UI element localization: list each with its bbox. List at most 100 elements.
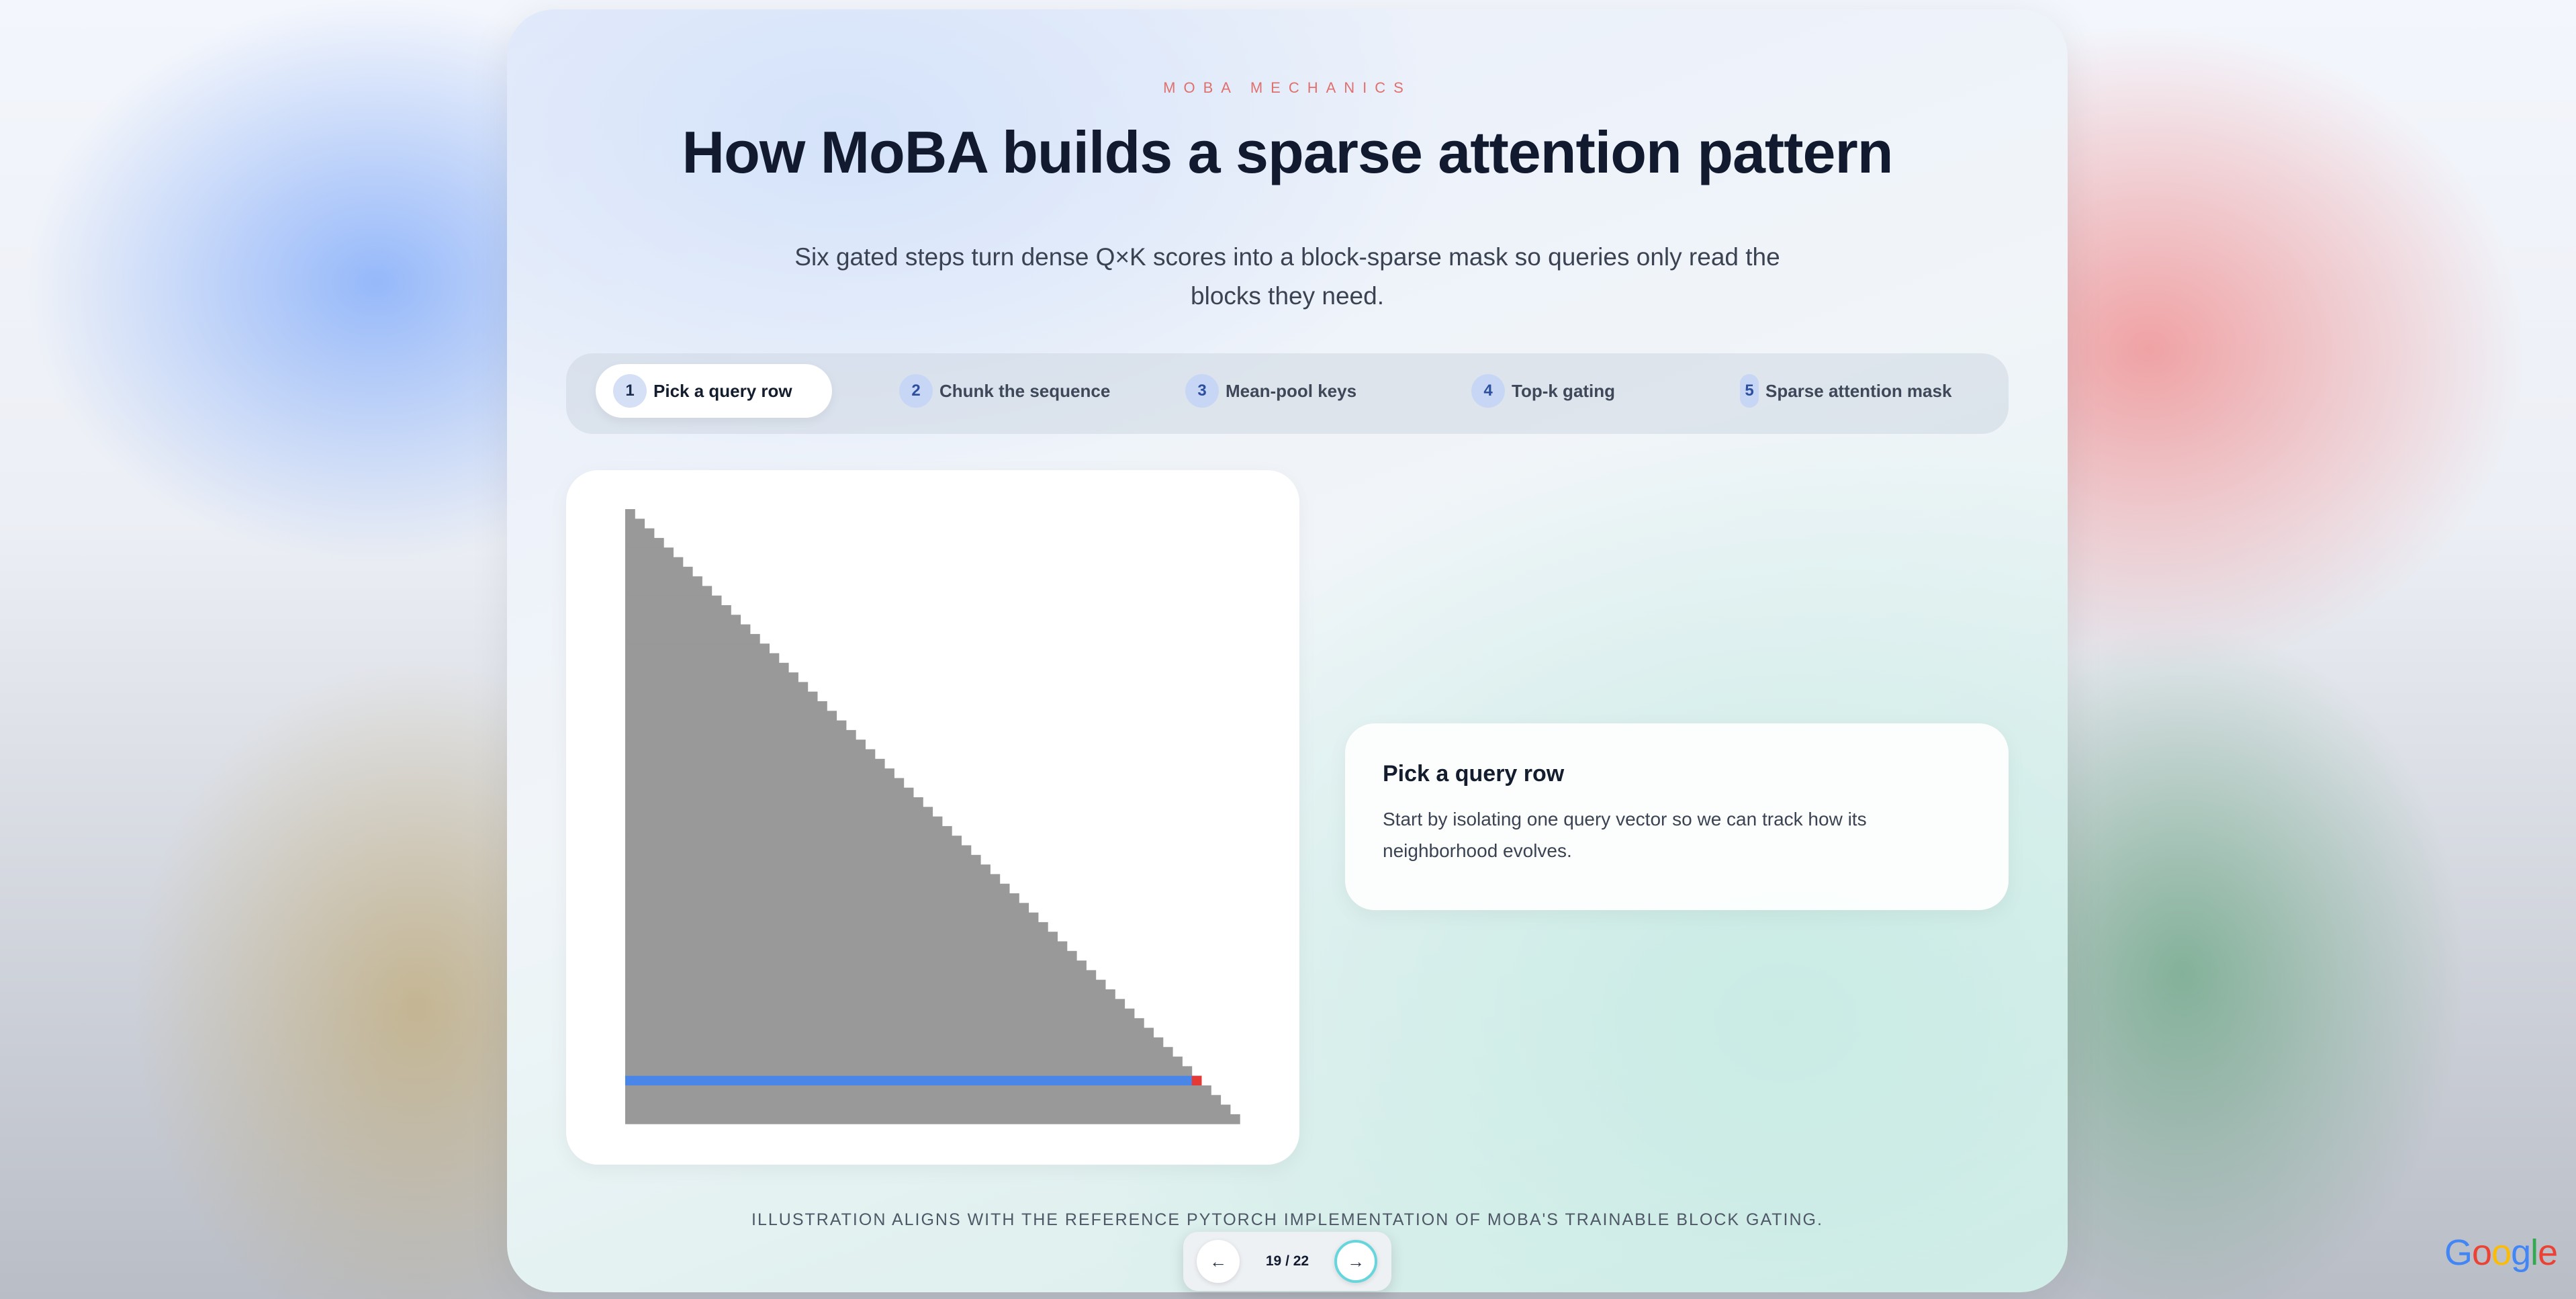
matrix-row [625,825,952,836]
slide: MOBA MECHANICS How MoBA builds a sparse … [507,9,2068,1292]
matrix-row [625,1066,1193,1077]
matrix-row [625,845,972,856]
matrix-row [625,643,770,654]
matrix-row [625,893,1019,903]
logo-letter: g [2511,1233,2531,1273]
tab-step-4[interactable]: 4 Top-k gating [1454,364,1696,418]
step-description-title: Pick a query row [1383,761,1565,787]
matrix-row [625,547,674,557]
matrix-row [625,1114,1240,1124]
matrix-row [625,950,1077,961]
matrix-row [625,566,693,577]
logo-letter: e [2538,1233,2558,1273]
matrix-row [625,758,885,769]
step-number: 3 [1185,374,1219,408]
footnote: ILLUSTRATION ALIGNS WITH THE REFERENCE P… [751,1210,1823,1229]
matrix-row [625,662,789,673]
matrix-row [625,932,1058,942]
attention-matrix [625,509,1240,1124]
attention-matrix-card [566,470,1299,1165]
matrix-row [625,653,780,664]
matrix-row [625,1028,1154,1038]
tab-step-1[interactable]: 1 Pick a query row [596,364,832,418]
matrix-row [625,836,962,846]
query-diagonal-cell [1191,1075,1202,1086]
matrix-row [625,1037,1164,1048]
matrix-row [625,586,712,596]
matrix-row [625,740,866,750]
step-label: Top-k gating [1512,380,1616,401]
matrix-row [625,528,655,539]
arrow-right-icon: → [1347,1251,1365,1271]
matrix-row [625,912,1039,923]
query-row-highlight [625,1075,1202,1086]
step-label: Sparse attention mask [1765,380,1952,401]
matrix-row [625,989,1115,999]
next-slide-button[interactable]: → [1334,1240,1377,1283]
matrix-row [625,1046,1173,1057]
step-description-body: Start by isolating one query vector so w… [1383,809,1867,861]
matrix-row [625,874,1001,885]
matrix-row [625,749,876,760]
slide-navigation: ← 19 / 22 → [1183,1232,1391,1291]
matrix-row [625,711,837,721]
matrix-row [625,701,827,711]
tab-step-5[interactable]: 5 Sparse attention mask [1740,364,2002,418]
matrix-row [625,537,664,548]
matrix-row [625,691,818,702]
matrix-row [625,999,1125,1010]
logo-letter: G [2444,1233,2473,1273]
eyebrow: MOBA MECHANICS [1163,79,1412,96]
step-tabs: 1 Pick a query row 2 Chunk the sequence … [566,353,2009,434]
logo-letter: l [2530,1233,2538,1273]
matrix-row [625,576,702,586]
step-number: 2 [899,374,933,408]
matrix-row [625,797,923,807]
step-description-card: Pick a query row Start by isolating one … [1345,723,2009,910]
matrix-row [625,1104,1231,1115]
logo-letter: o [2491,1233,2512,1273]
matrix-row [625,729,856,740]
logo-letter: o [2472,1233,2492,1273]
step-label: Chunk the sequence [939,380,1111,401]
matrix-row [625,624,751,635]
step-number: 1 [613,374,647,408]
matrix-row [625,922,1048,932]
matrix-row [625,854,981,865]
matrix-row [625,979,1106,990]
step-number: 5 [1740,374,1759,408]
matrix-row [625,519,645,529]
matrix-row [625,883,1010,894]
matrix-row [625,509,635,519]
arrow-left-icon: ← [1209,1251,1227,1271]
matrix-row [625,1057,1183,1067]
matrix-row [625,595,722,606]
matrix-row [625,672,798,682]
matrix-row [625,903,1029,913]
step-number: 4 [1471,374,1505,408]
matrix-row [625,557,684,568]
matrix-row [625,1095,1222,1106]
tab-step-2[interactable]: 2 Chunk the sequence [882,364,1123,418]
matrix-row [625,960,1087,971]
matrix-row [625,1085,1211,1095]
previous-slide-button[interactable]: ← [1197,1240,1240,1283]
matrix-row [625,778,905,789]
matrix-row [625,970,1097,981]
matrix-row [625,807,933,817]
step-label: Pick a query row [653,380,792,401]
matrix-row [625,720,847,731]
matrix-row [625,768,894,778]
slide-counter: 19 / 22 [1265,1253,1309,1269]
matrix-row [625,941,1068,952]
tab-step-3[interactable]: 3 Mean-pool keys [1168,364,1410,418]
matrix-row [625,682,809,692]
matrix-row [625,1008,1135,1019]
matrix-row [625,816,943,827]
matrix-row [625,864,991,875]
page-title: How MoBA builds a sparse attention patte… [682,119,1894,185]
subtitle: Six gated steps turn dense Q×K scores in… [794,243,1780,310]
matrix-row [625,615,741,625]
matrix-row [625,787,914,798]
matrix-row [625,605,731,615]
